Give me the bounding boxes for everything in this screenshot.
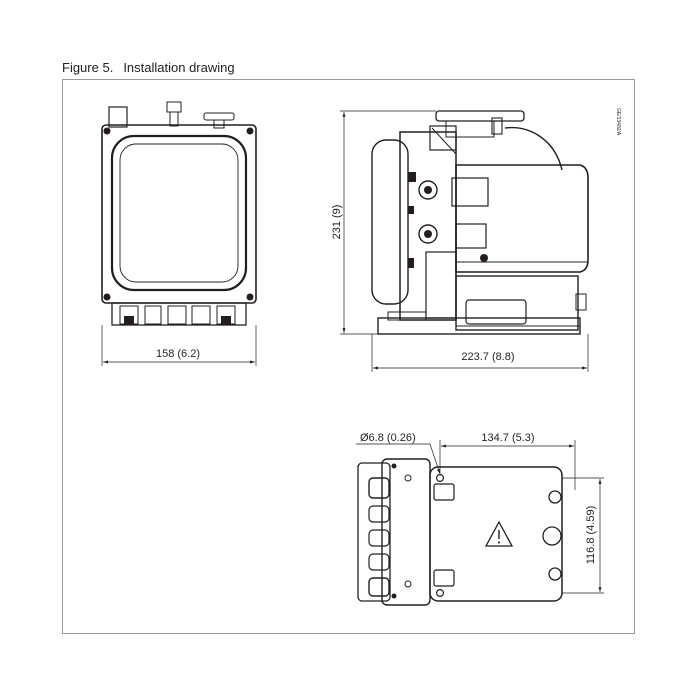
figure-number: Figure 5. [62,60,114,75]
front-view [101,101,257,326]
side-height-dimension: 231 (9) [331,110,436,335]
hole-spacing-y-label: 116.8 (4.59) [585,506,597,565]
bottom-view [357,458,563,606]
hole-spacing-y-dimension: 116.8 (4.59) [562,477,604,594]
front-width-dimension: 158 (6.2) [101,325,257,366]
hole-diameter-label: Ø6.8 (0.26) [360,432,416,444]
hole-spacing-x-label: 134.7 (5.3) [481,432,534,444]
side-view [371,110,589,335]
side-depth-dimension: 223.7 (8.8) [371,334,589,372]
hole-spacing-x-dimension: 134.7 (5.3) [439,432,576,490]
drawing-code: GE/13482/A [615,108,621,136]
side-depth-label: 223.7 (8.8) [461,351,514,363]
figure-title: Installation drawing [123,60,235,75]
front-width-label: 158 (6.2) [156,348,200,360]
hole-diameter-callout: Ø6.8 (0.26) [356,432,441,475]
figure-caption: Figure 5. Installation drawing [62,60,235,75]
side-height-label: 231 (9) [331,205,343,240]
drawing-frame [62,79,635,634]
